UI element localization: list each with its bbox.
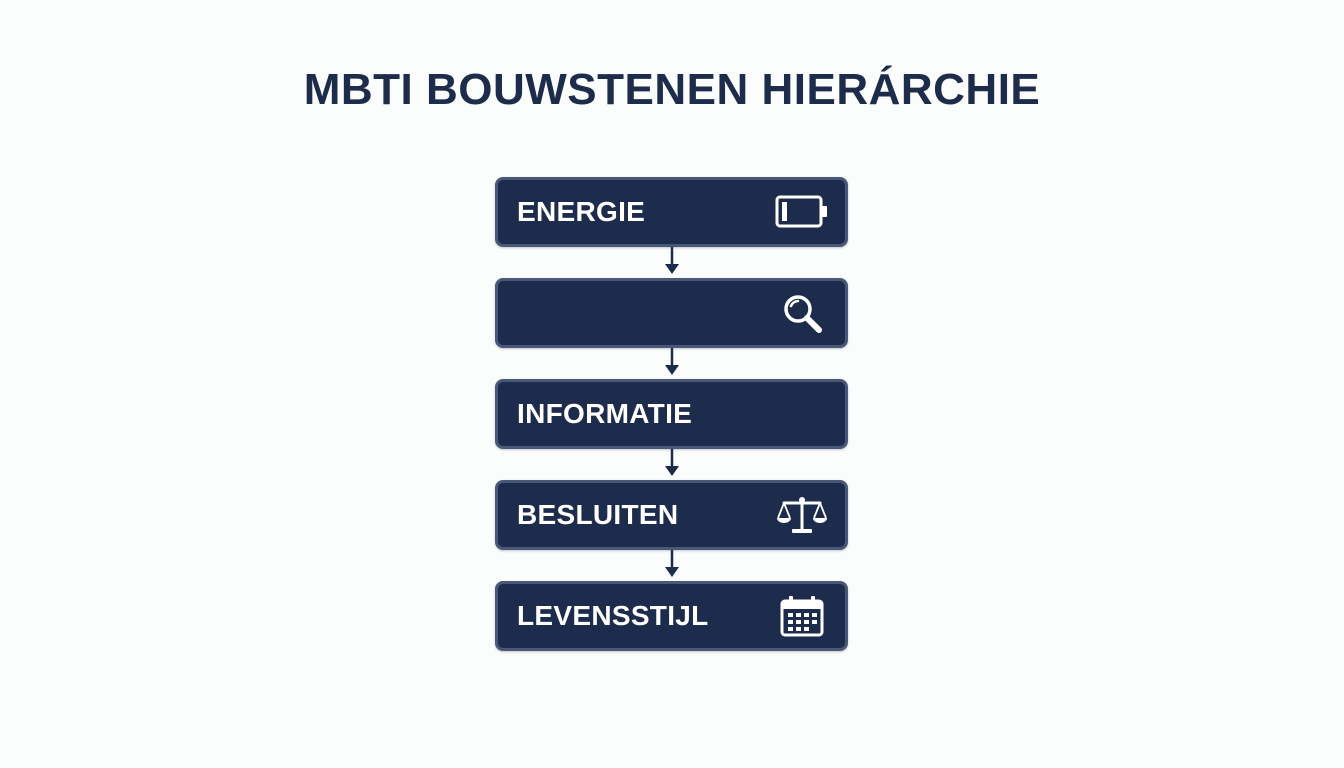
block-levensstijl: LEVENSSTIJL (495, 581, 848, 651)
block-label: BESLUITEN (517, 499, 679, 530)
arrow-down (662, 247, 682, 277)
diagram-title: MBTI BOUWSTENEN HIERÁRCHIE (303, 65, 1041, 114)
block-unlabeled (495, 278, 848, 348)
scales-icon (775, 494, 829, 536)
block-informatie: INFORMATIE (495, 379, 848, 449)
block-label: LEVENSSTIJL (517, 600, 709, 631)
block-label: ENERGIE (517, 196, 646, 227)
block-besluiten: BESLUITEN (495, 480, 848, 550)
block-label: INFORMATIE (517, 398, 693, 429)
arrow-down (662, 348, 682, 378)
calendar-icon (775, 595, 829, 637)
block-energie: ENERGIE (495, 177, 848, 247)
magnifier-icon (775, 292, 829, 334)
battery-icon (775, 191, 829, 233)
arrow-down (662, 550, 682, 580)
arrow-down (662, 449, 682, 479)
